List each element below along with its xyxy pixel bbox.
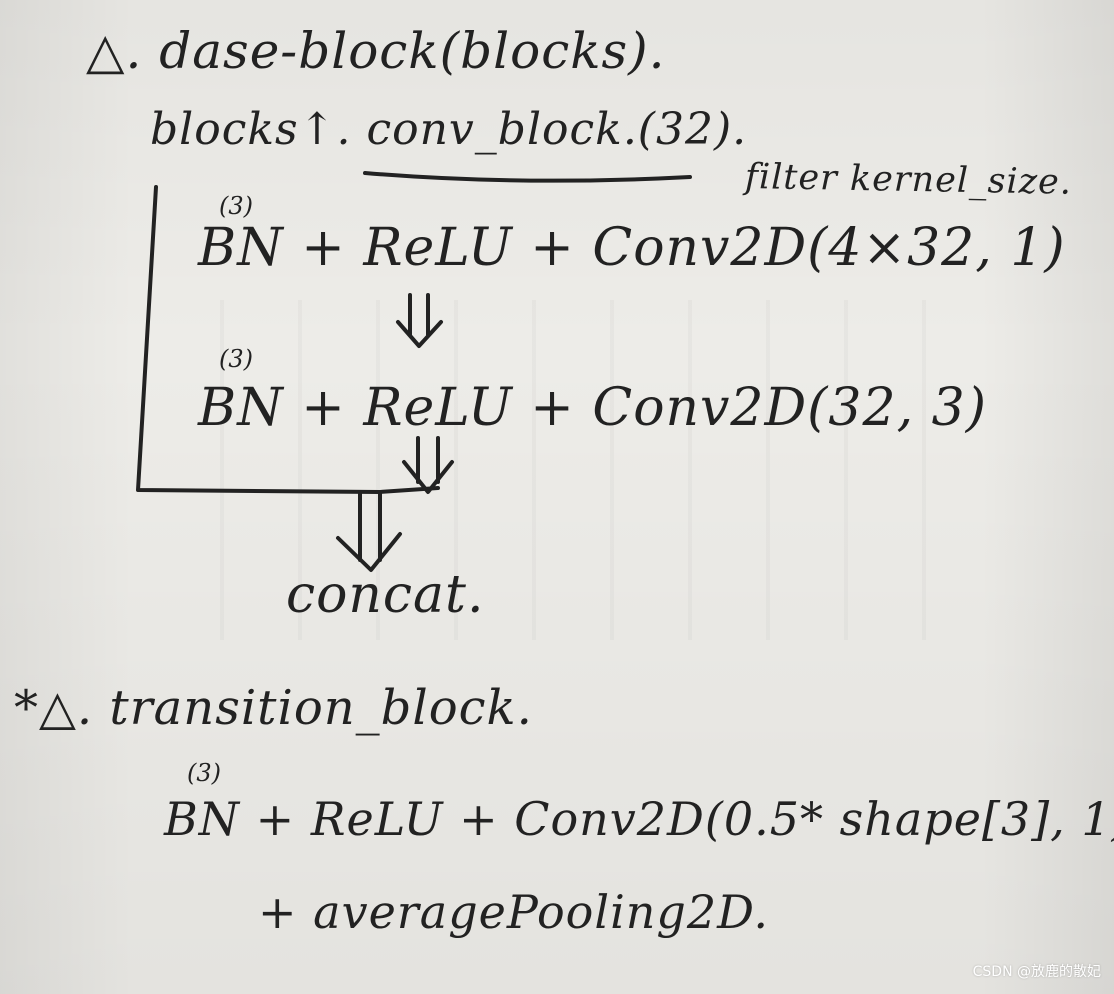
second-conv-layer-line: BN + ReLU + Conv2D(32, 3) xyxy=(198,378,987,438)
average-pooling-line: + averagePooling2D. xyxy=(258,885,769,939)
transition-block-heading: *△. transition_block. xyxy=(14,680,533,736)
csdn-watermark: CSDN @放鹿的散妃 xyxy=(973,961,1101,981)
transition-conv-line: BN + ReLU + Conv2D(0.5* shape[3], 1) xyxy=(164,792,1114,846)
merge-arrow xyxy=(338,493,400,570)
filter-kernel-annotation: filter kernel_size. xyxy=(745,157,1073,203)
dense-block-heading: △. dase-block(blocks). xyxy=(86,22,666,80)
concat-label: concat. xyxy=(286,565,484,625)
conv-block-underline xyxy=(365,173,690,181)
bn-count-sup-2: (3) xyxy=(219,345,253,373)
first-conv-layer-line: BN + ReLU + Conv2D(4×32, 1) xyxy=(198,218,1066,278)
bn-count-sup-1: (3) xyxy=(219,192,253,220)
second-down-arrow xyxy=(404,438,452,492)
bn-count-sup-3: (3) xyxy=(187,759,221,787)
conv-block-line: blocks↑. conv_block.(32). xyxy=(150,104,747,155)
first-down-arrow xyxy=(398,295,441,346)
